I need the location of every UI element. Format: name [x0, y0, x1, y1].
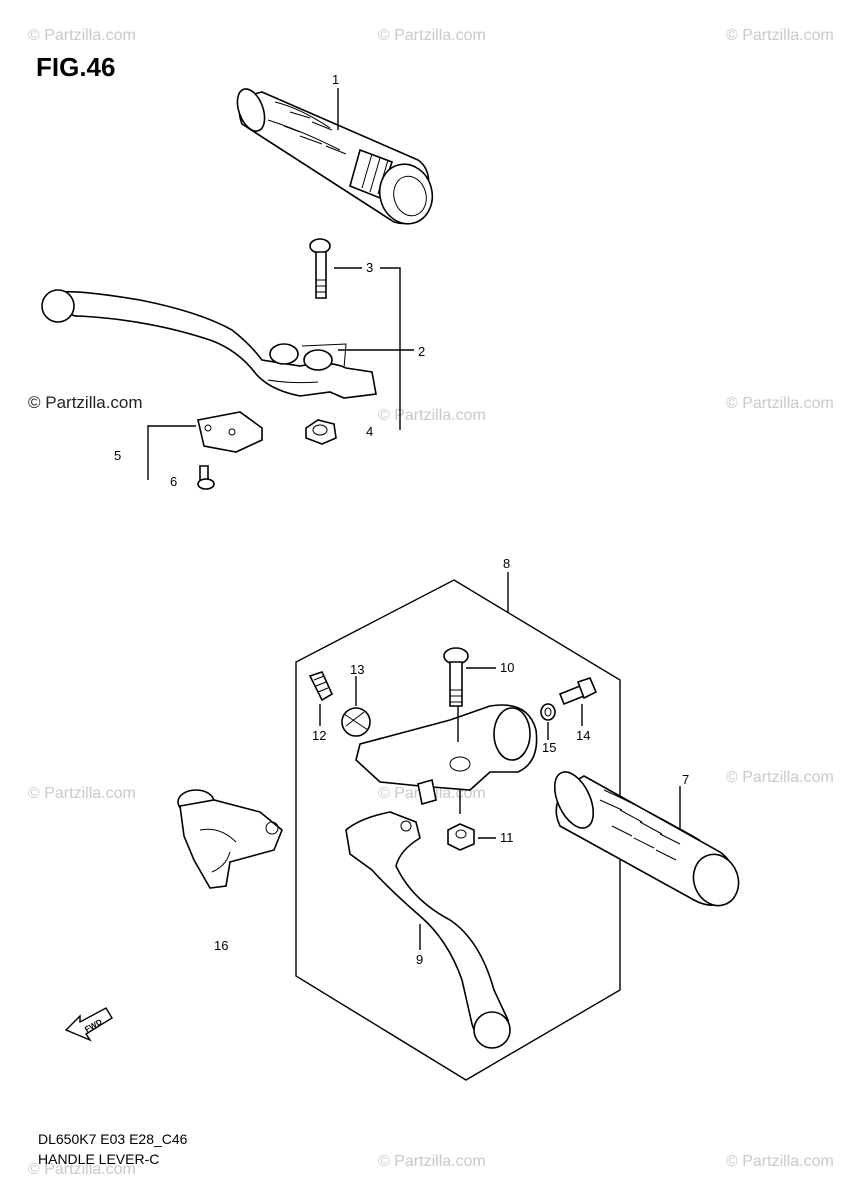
part-5-switch	[197, 411, 263, 453]
watermark: © Partzilla.com	[726, 1153, 834, 1170]
part-12-adjuster	[308, 671, 334, 726]
watermark: © Partzilla.com	[28, 27, 136, 44]
watermark: © Partzilla.com	[726, 395, 834, 412]
callout-2: 2	[418, 344, 425, 359]
part-4-nut	[305, 419, 337, 445]
part-11-nut	[447, 823, 496, 851]
watermark: © Partzilla.com	[378, 407, 486, 424]
watermark-dark: © Partzilla.com	[28, 393, 143, 412]
callout-16: 16	[214, 938, 228, 953]
part-2-lever	[41, 289, 377, 399]
part-6-screw	[197, 465, 215, 490]
callout-13: 13	[350, 662, 364, 677]
watermark: © Partzilla.com	[28, 1161, 136, 1178]
watermark: © Partzilla.com	[726, 769, 834, 786]
watermark: © Partzilla.com	[28, 785, 136, 802]
callout-4: 4	[366, 424, 373, 439]
part-9-lever	[345, 811, 511, 1049]
part-7-grip	[553, 771, 740, 907]
callout-3: 3	[366, 260, 373, 275]
leader-lines-top	[147, 88, 414, 480]
callout-14: 14	[576, 728, 590, 743]
callout-10: 10	[500, 660, 514, 675]
front-arrow: FWD	[64, 1007, 113, 1042]
callout-11: 11	[500, 830, 514, 845]
watermark: © Partzilla.com	[726, 27, 834, 44]
figure-name: HANDLE LEVER-C	[38, 1151, 159, 1167]
watermark: © Partzilla.com	[378, 1153, 486, 1170]
callout-7: 7	[682, 772, 689, 787]
callout-9: 9	[416, 952, 423, 967]
watermark: © Partzilla.com	[378, 27, 486, 44]
assembly-outline-8	[295, 579, 621, 1081]
figure-code: DL650K7 E03 E28_C46	[38, 1131, 188, 1147]
part-16-switch	[177, 789, 283, 889]
callout-5: 5	[114, 448, 121, 463]
part-10-bolt	[443, 647, 496, 707]
part-14-bolt	[558, 677, 598, 726]
callout-12: 12	[312, 728, 326, 743]
part-13-ring	[341, 676, 371, 737]
figure-title: FIG.46	[36, 52, 115, 82]
callout-1: 1	[332, 72, 339, 87]
callout-6: 6	[170, 474, 177, 489]
part-15-washer	[540, 703, 556, 740]
callout-15: 15	[542, 740, 556, 755]
part-3-bolt	[309, 238, 331, 299]
part-1-grip	[236, 88, 434, 225]
lever-holder	[355, 704, 538, 814]
callout-8: 8	[503, 556, 510, 571]
